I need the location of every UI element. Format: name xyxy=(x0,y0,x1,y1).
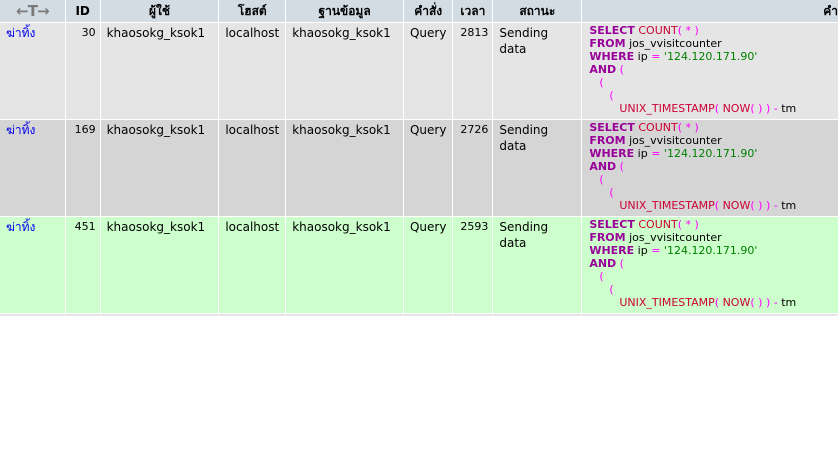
cell-db: khaosokg_ksok1 xyxy=(286,217,403,313)
sql-line: ( xyxy=(609,283,614,296)
sql-line: WHERE ip = '124.120.171.90' xyxy=(589,244,758,257)
sql-line: SELECT COUNT( * ) xyxy=(589,24,699,37)
kill-cell: ฆ่าทิ้ง xyxy=(0,23,65,119)
kill-link[interactable]: ฆ่าทิ้ง xyxy=(6,26,36,40)
sql-line: WHERE ip = '124.120.171.90' xyxy=(589,50,758,63)
cell-time: 2593 xyxy=(453,217,493,313)
sql-line: UNIX_TIMESTAMP( NOW( ) ) - tm xyxy=(619,102,797,115)
sql-line: ( xyxy=(609,89,614,102)
sql-line: ( xyxy=(599,173,604,186)
sql-line: FROM jos_vvisitcounter xyxy=(589,231,722,244)
header-command[interactable]: คำสั่ง xyxy=(403,0,453,22)
cell-user: khaosokg_ksok1 xyxy=(100,23,219,119)
sql-line: ( xyxy=(599,270,604,283)
header-id[interactable]: ID xyxy=(65,0,100,22)
cell-id: 451 xyxy=(65,217,100,313)
process-table: ←T→ ID ผู้ใช้ โฮสต์ ฐานข้อมูล คำสั่ง เวล… xyxy=(0,0,839,316)
cell-status: Sending data xyxy=(493,120,582,216)
cell-command: Query xyxy=(403,23,453,119)
column-toggle-arrows[interactable]: ←T→ xyxy=(0,0,65,22)
cell-user: khaosokg_ksok1 xyxy=(100,120,219,216)
cell-host: localhost xyxy=(219,23,286,119)
cell-host: localhost xyxy=(219,120,286,216)
kill-link[interactable]: ฆ่าทิ้ง xyxy=(6,123,36,137)
cell-db: khaosokg_ksok1 xyxy=(286,120,403,216)
kill-link[interactable]: ฆ่าทิ้ง xyxy=(6,220,36,234)
table-header: ←T→ ID ผู้ใช้ โฮสต์ ฐานข้อมูล คำสั่ง เวล… xyxy=(0,0,838,22)
header-status[interactable]: สถานะ xyxy=(493,0,582,22)
kill-cell: ฆ่าทิ้ง xyxy=(0,217,65,313)
cell-user: khaosokg_ksok1 xyxy=(100,217,219,313)
sql-line: FROM jos_vvisitcounter xyxy=(589,134,722,147)
sql-line: AND ( xyxy=(589,160,624,173)
header-time[interactable]: เวลา xyxy=(453,0,493,22)
table-row-partial xyxy=(0,314,838,316)
sql-line: SELECT COUNT( * ) xyxy=(589,218,699,231)
sql-line: FROM jos_vvisitcounter xyxy=(589,37,722,50)
cell-command: Query xyxy=(403,217,453,313)
header-host[interactable]: โฮสต์ xyxy=(219,0,286,22)
sql-line: SELECT COUNT( * ) xyxy=(589,121,699,134)
sql-line: ( xyxy=(599,76,604,89)
sql-line: WHERE ip = '124.120.171.90' xyxy=(589,147,758,160)
kill-cell: ฆ่าทิ้ง xyxy=(0,120,65,216)
sql-line: AND ( xyxy=(589,257,624,270)
cell-id: 30 xyxy=(65,23,100,119)
sql-line: ( xyxy=(609,186,614,199)
cell-command: Query xyxy=(403,120,453,216)
header-sql[interactable]: คำ xyxy=(582,0,838,22)
cell-status: Sending data xyxy=(493,23,582,119)
sql-line: AND ( xyxy=(589,63,624,76)
header-db[interactable]: ฐานข้อมูล xyxy=(286,0,403,22)
cell-id: 169 xyxy=(65,120,100,216)
header-user[interactable]: ผู้ใช้ xyxy=(100,0,219,22)
process-list: ←T→ ID ผู้ใช้ โฮสต์ ฐานข้อมูล คำสั่ง เวล… xyxy=(0,0,839,316)
sql-line: UNIX_TIMESTAMP( NOW( ) ) - tm xyxy=(619,199,797,212)
cell-time: 2726 xyxy=(453,120,493,216)
sql-line: UNIX_TIMESTAMP( NOW( ) ) - tm xyxy=(619,296,797,309)
cell-db: khaosokg_ksok1 xyxy=(286,23,403,119)
cell-host: localhost xyxy=(219,217,286,313)
cell-time: 2813 xyxy=(453,23,493,119)
cell-status: Sending data xyxy=(493,217,582,313)
